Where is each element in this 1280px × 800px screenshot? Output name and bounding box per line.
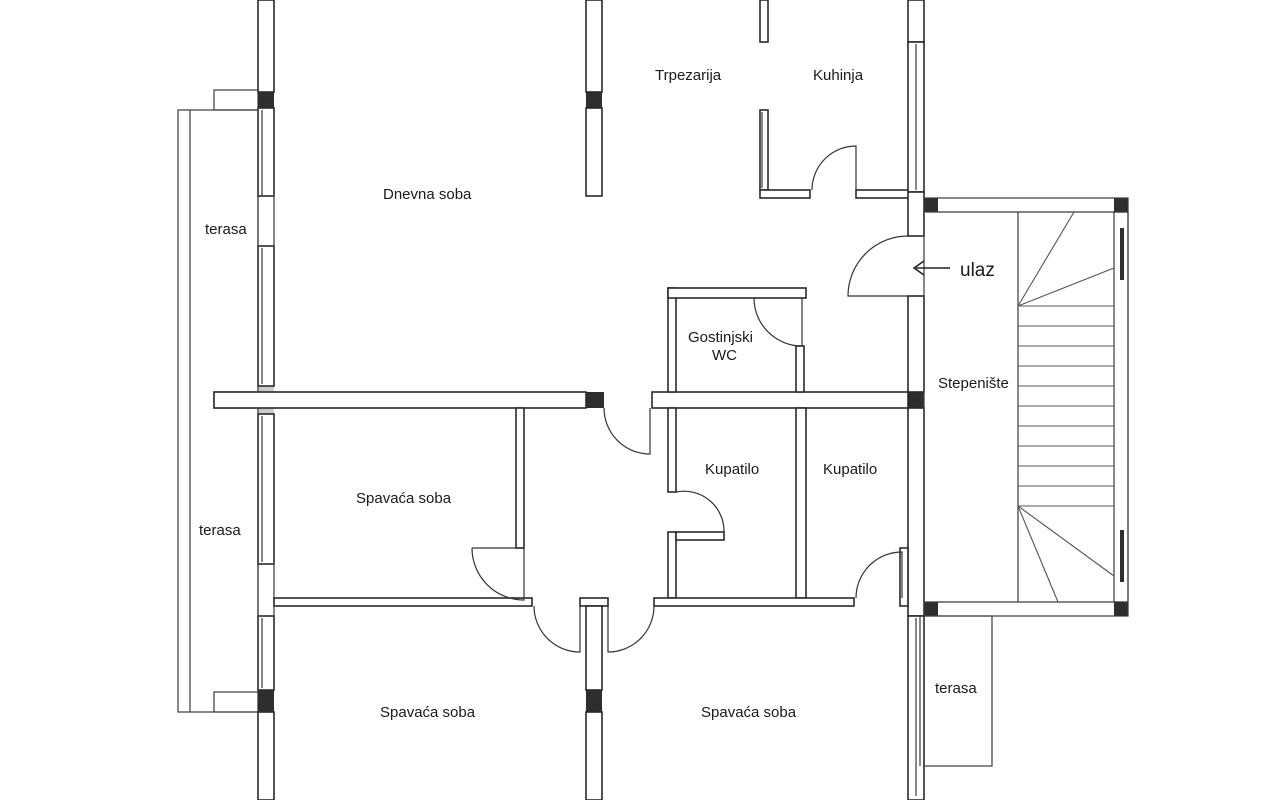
label-spavaca-soba-bottom-right: Spavaća soba xyxy=(701,704,797,721)
label-gostinjski: Gostinjski xyxy=(688,329,753,346)
label-stepeniste: Stepenište xyxy=(938,375,1009,392)
entrance-arrow-icon xyxy=(912,260,950,276)
label-spavaca-soba-mid: Spavaća soba xyxy=(356,490,452,507)
label-trpezarija: Trpezarija xyxy=(655,67,722,84)
label-kuhinja: Kuhinja xyxy=(813,67,864,84)
label-spavaca-soba-bottom-left: Spavaća soba xyxy=(380,704,476,721)
label-kupatilo-1: Kupatilo xyxy=(705,461,759,478)
label-ulaz: ulaz xyxy=(960,260,995,281)
label-dnevna-soba: Dnevna soba xyxy=(383,186,472,203)
label-wc: WC xyxy=(712,347,737,364)
right-terrace xyxy=(919,615,993,767)
stairwell xyxy=(923,197,1129,617)
door-swings xyxy=(471,145,909,653)
label-terasa-left-top: terasa xyxy=(205,221,247,238)
interior-walls xyxy=(213,0,925,800)
label-kupatilo-2: Kupatilo xyxy=(823,461,877,478)
label-terasa-right: terasa xyxy=(935,680,977,697)
label-terasa-left-bottom: terasa xyxy=(199,522,241,539)
left-terrace xyxy=(177,89,275,713)
